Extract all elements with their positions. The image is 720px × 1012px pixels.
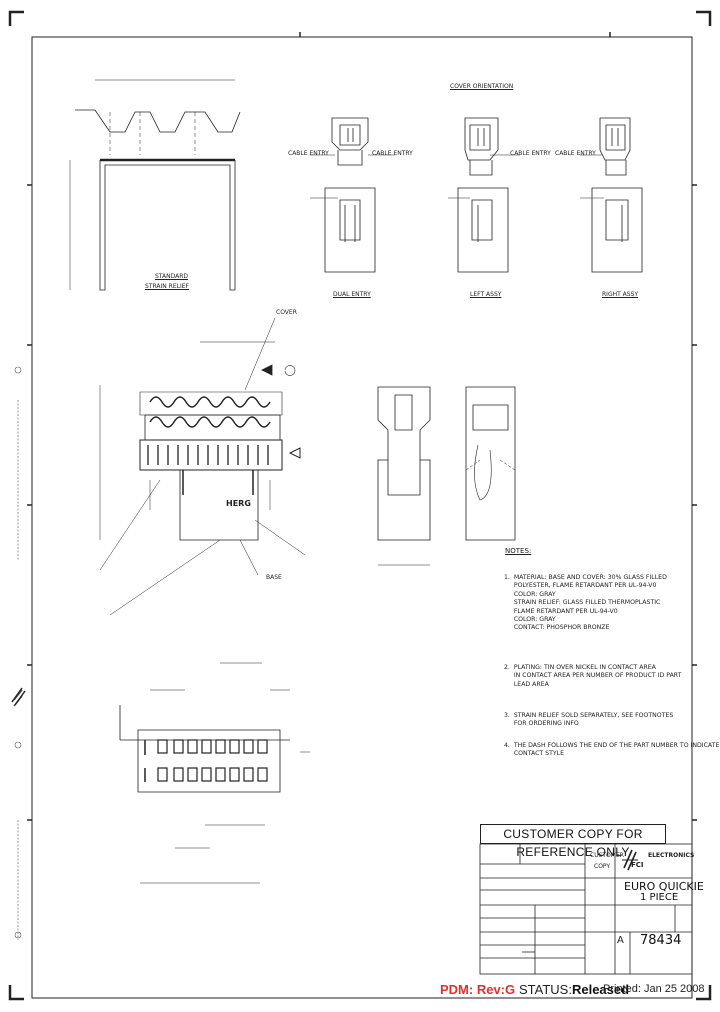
product-title-line-1: EURO QUICKIE bbox=[624, 880, 704, 893]
dual-entry-view bbox=[324, 117, 376, 273]
reference-banner: CUSTOMER COPY FOR REFERENCE ONLY bbox=[480, 824, 666, 859]
base-callout: BASE bbox=[266, 574, 282, 581]
drawing-number: 78434 bbox=[640, 933, 682, 948]
callout-leaders bbox=[99, 317, 306, 616]
strain-relief-view bbox=[69, 79, 241, 291]
company-name: FCI bbox=[631, 861, 644, 869]
note-4: 4. THE DASH FOLLOWS THE END OF THE PART … bbox=[504, 742, 720, 758]
right-assy-label: RIGHT ASSY bbox=[602, 291, 639, 298]
pdm-revision: PDM: Rev:G bbox=[440, 982, 516, 997]
note-3: 3. STRAIN RELIEF SOLD SEPARATELY, SEE FO… bbox=[504, 712, 674, 728]
fci-margin-logo-icon bbox=[11, 687, 26, 706]
left-assy-view bbox=[457, 117, 509, 273]
left-assy-label: LEFT ASSY bbox=[470, 291, 502, 298]
standard-label: STANDARD bbox=[155, 273, 189, 280]
product-title-line-2: 1 PIECE bbox=[640, 892, 679, 903]
dual-entry-label: DUAL ENTRY bbox=[333, 291, 371, 298]
printed-date: Printed: Jan 25 2008 bbox=[603, 983, 705, 995]
cable-entry-label: CABLE ENTRY bbox=[555, 150, 596, 157]
cable-entry-label: CABLE ENTRY bbox=[372, 150, 413, 157]
strain-relief-label: STRAIN RELIEF bbox=[145, 283, 189, 290]
connector-front-view bbox=[99, 341, 301, 541]
corner-mark bbox=[696, 985, 712, 1001]
corner-mark bbox=[8, 10, 24, 26]
division-name: ELECTRONICS bbox=[648, 852, 695, 859]
margin-marks bbox=[13, 366, 23, 940]
zone-ticks bbox=[27, 32, 697, 821]
right-assy-view bbox=[591, 117, 643, 273]
cable-entry-label: CABLE ENTRY bbox=[288, 150, 329, 157]
size-label: A bbox=[617, 935, 624, 946]
status-label: STATUS: bbox=[519, 982, 572, 997]
cable-entry-label: CABLE ENTRY bbox=[510, 150, 551, 157]
fci-logo-icon bbox=[622, 849, 638, 871]
herg-mark: HERG bbox=[226, 499, 251, 508]
customer-label: CUSTOMER bbox=[590, 852, 624, 859]
customer-value: COPY bbox=[594, 863, 611, 870]
status-value: Released bbox=[571, 982, 630, 997]
leader-lines bbox=[310, 154, 604, 199]
footprint-view bbox=[119, 662, 310, 884]
note-1: 1. MATERIAL: BASE AND COVER: 30% GLASS F… bbox=[504, 574, 667, 632]
corner-mark bbox=[696, 10, 712, 26]
side-section-view bbox=[377, 386, 431, 566]
cover-callout: COVER bbox=[276, 309, 297, 316]
note-2: 2. PLATING: TIN OVER NICKEL IN CONTACT A… bbox=[504, 664, 682, 688]
notes-heading: NOTES: bbox=[505, 547, 532, 555]
title-block-grid bbox=[479, 843, 693, 975]
corner-mark bbox=[8, 985, 24, 1001]
status-line: STATUS:Released bbox=[519, 983, 629, 996]
cover-orientation-heading: COVER ORIENTATION bbox=[450, 83, 514, 90]
sheet-border bbox=[31, 36, 693, 999]
section-a-view bbox=[465, 386, 516, 541]
